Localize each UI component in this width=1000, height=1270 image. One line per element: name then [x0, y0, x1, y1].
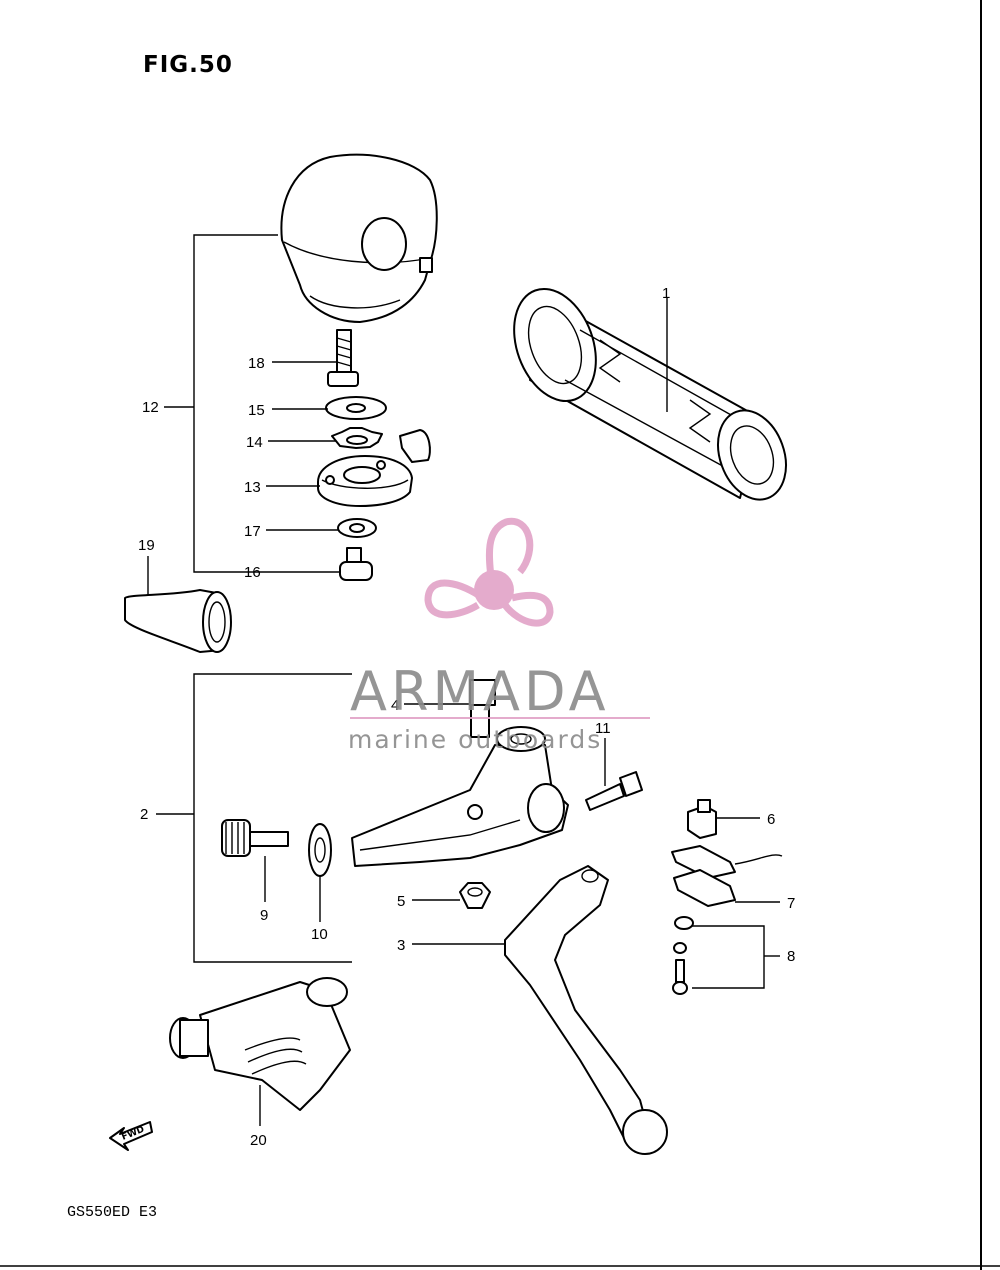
watermark-tagline: marine outboards: [348, 725, 602, 754]
fwd-arrow-icon: FWD: [109, 1121, 153, 1151]
lock-washer: [331, 427, 431, 463]
callout-2: 2: [140, 806, 148, 823]
propeller-hub-icon: [474, 570, 514, 610]
pan-screw: [339, 547, 373, 581]
callout-7: 7: [787, 895, 795, 912]
adjuster-bolt: [221, 819, 289, 857]
callout-19: 19: [138, 537, 155, 554]
callout-8: 8: [787, 948, 795, 965]
callout-16: 16: [244, 564, 261, 581]
callout-9: 9: [260, 907, 268, 924]
choke-lever: [169, 977, 351, 1111]
callout-11: 11: [595, 720, 611, 737]
adjuster-locknut: [308, 823, 332, 877]
callout-12: 12: [142, 399, 159, 416]
callout-3: 3: [397, 937, 405, 954]
cable-guide: [317, 455, 413, 507]
propeller-logo-icon: [424, 517, 554, 627]
callout-20: 20: [250, 1132, 267, 1149]
bar-end-weight: [124, 589, 232, 653]
callout-4: 4: [391, 697, 399, 714]
figure-title: FIG.50: [143, 52, 233, 78]
small-washer: [337, 518, 377, 538]
callout-1: 1: [662, 285, 670, 302]
handlebar-grip: [513, 287, 787, 501]
nut: [459, 882, 491, 909]
switch-bracket: [671, 845, 783, 907]
callout-17: 17: [244, 523, 261, 540]
screw-set: [672, 916, 694, 995]
throttle-housing: [280, 153, 438, 323]
mounting-bolt: [585, 771, 643, 811]
model-code: GS550ED E3: [67, 1204, 157, 1221]
callout-numbers: 1 2 3 4 5 6 7 8 9 10 11 12 13 14 15 16 1…: [138, 285, 795, 1149]
watermark-brand: ARMADA: [350, 660, 610, 723]
screw: [327, 329, 359, 387]
callout-10: 10: [311, 926, 328, 943]
callout-5: 5: [397, 893, 405, 910]
callout-14: 14: [246, 434, 263, 451]
callout-6: 6: [767, 811, 775, 828]
armada-watermark: ARMADA marine outboards: [348, 517, 650, 754]
callout-15: 15: [248, 402, 265, 419]
clutch-switch: [687, 799, 717, 839]
clutch-lever: [504, 865, 668, 1155]
washer: [325, 396, 387, 420]
lever-holder: [351, 726, 569, 867]
callout-13: 13: [244, 479, 261, 496]
callout-18: 18: [248, 355, 265, 372]
pivot-bolt: [469, 679, 496, 738]
leader-lines: [147, 234, 780, 1126]
